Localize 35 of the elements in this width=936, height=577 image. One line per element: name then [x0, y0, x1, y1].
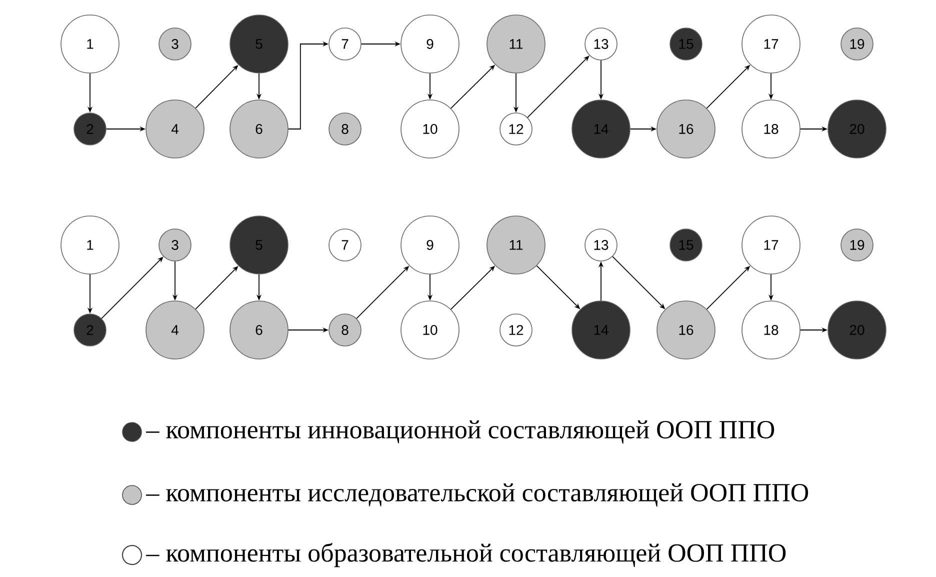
circle-node: 19 [840, 228, 874, 262]
circle-node: 8 [328, 314, 362, 346]
circle-node: 19 [840, 28, 874, 60]
circle-node: 13 [584, 228, 618, 262]
circle-node: 3 [158, 228, 192, 262]
circle-node: 9 [400, 14, 460, 74]
circle-node: 8 [328, 112, 362, 146]
legend-text: – компоненты исследовательской составляющей ООП ППО [146, 483, 808, 507]
circle-node: 1 [60, 216, 120, 274]
circle-node: 13 [584, 28, 618, 60]
circle-node: 10 [400, 100, 460, 158]
circle-node: 11 [486, 216, 546, 274]
legend-text: – компоненты образовательной составляющей ООП ППО [146, 542, 786, 568]
circle-node: 7 [328, 28, 362, 60]
circle-node: 9 [400, 216, 460, 274]
circle-node: 4 [146, 300, 204, 360]
circle-node: 3 [158, 28, 192, 60]
circle-node: 16 [656, 300, 716, 360]
circle-node: 4 [146, 100, 204, 158]
circle-node: 7 [328, 228, 362, 262]
arrow [101, 256, 164, 319]
circle-node: 1 [60, 14, 120, 74]
circle-node: 18 [742, 100, 800, 158]
circle-node: 11 [486, 14, 546, 74]
arrow [527, 56, 590, 118]
circle-node: 10 [400, 300, 460, 360]
circle-node: 17 [742, 216, 800, 274]
circle-node: 6 [230, 300, 288, 360]
circle-node: 12 [500, 112, 532, 146]
circle-node: 18 [742, 300, 800, 360]
circle-node: 17 [742, 14, 800, 74]
circle-node: 6 [230, 100, 288, 158]
circle-node: 12 [500, 314, 532, 346]
legend-text: – компоненты инновационной составляющей ООП ППО [146, 420, 774, 444]
circle-node: 16 [656, 100, 716, 158]
